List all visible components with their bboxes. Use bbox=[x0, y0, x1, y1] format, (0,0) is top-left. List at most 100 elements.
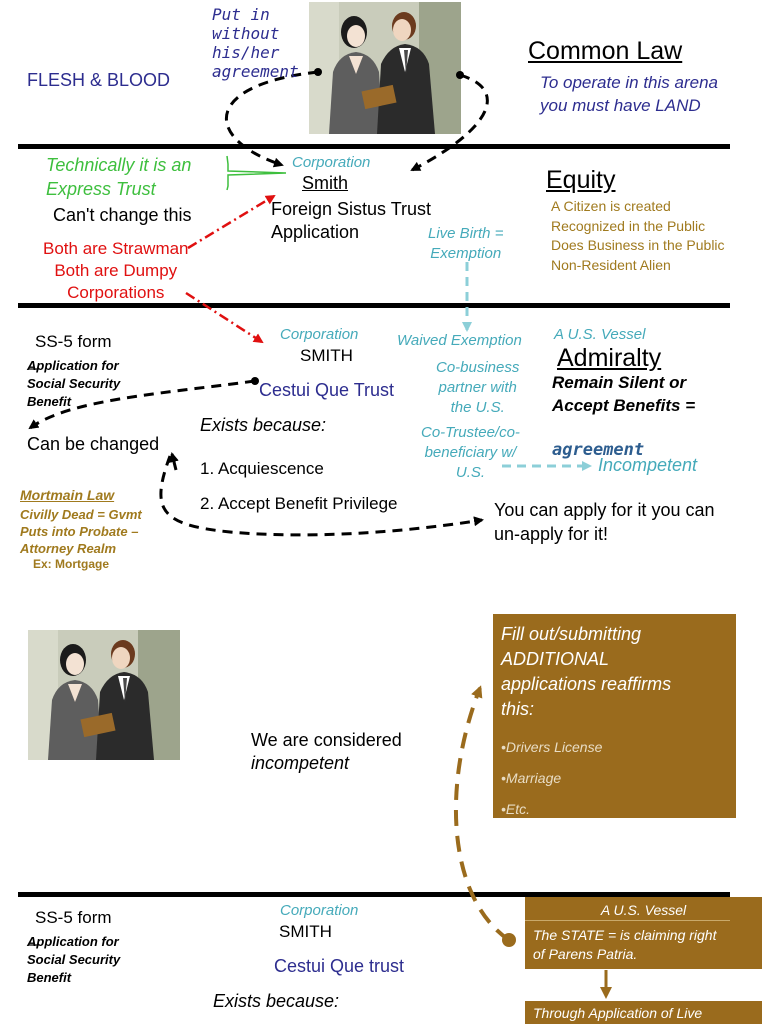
arrow-loop-start-head bbox=[169, 452, 179, 471]
express-line-1: Technically it is an bbox=[46, 155, 192, 175]
strawman-line-2: Both are Dumpy bbox=[54, 261, 178, 280]
exists-because-heading-repeat: Exists because: bbox=[213, 991, 340, 1011]
mortgage-example: Ex: Mortgage bbox=[33, 557, 110, 571]
live-birth-exemption-note: Live Birth = Exemption bbox=[428, 224, 503, 264]
equity-item: A Citizen is created bbox=[551, 198, 671, 214]
additional-applications-list: •Drivers License •Marriage •Etc. bbox=[501, 732, 602, 825]
corporation-label-admiralty: Corporation bbox=[280, 326, 359, 343]
state-line-2: of Parens Patria. bbox=[533, 946, 638, 962]
arrow-flesh-to-corporation bbox=[225, 70, 319, 168]
exists-because-heading: Exists because: bbox=[200, 415, 327, 435]
remain-silent-note: Remain Silent or Accept Benefits = bbox=[552, 371, 695, 417]
put-in-line-4: agreement bbox=[212, 62, 299, 81]
civilly-line-3: Attorney Realm bbox=[20, 541, 117, 556]
us-vessel-label: A U.S. Vessel bbox=[554, 326, 646, 343]
arena-line-1: To operate in this arena bbox=[540, 73, 718, 92]
put-in-line-1: Put in bbox=[212, 5, 270, 24]
box-line-4: this: bbox=[501, 699, 535, 719]
us-vessel-box-title: A U.S. Vessel bbox=[600, 902, 687, 918]
smith-name-repeat: SMITH bbox=[279, 922, 332, 941]
agreement-label: agreement bbox=[552, 440, 645, 460]
cestui-que-trust-label-repeat: Cestui Que trust bbox=[274, 956, 405, 976]
corporation-label-repeat: Corporation bbox=[280, 902, 359, 919]
exists-because-list: 1. Acquiescence 2. Accept Benefit Privil… bbox=[200, 451, 398, 521]
cotrustee-line-2: beneficiary w/ bbox=[424, 444, 517, 461]
application-line-1: Application for bbox=[27, 934, 119, 949]
vessel-box-divider bbox=[525, 920, 730, 921]
arrow-cestui-origin-dot bbox=[251, 377, 259, 385]
equity-list: A Citizen is created Recognized in the P… bbox=[551, 197, 725, 275]
can-be-changed-label: Can be changed bbox=[27, 434, 160, 454]
cotrustee-line-3: U.S. bbox=[455, 464, 486, 481]
application-bullet: •Marriage bbox=[501, 770, 562, 786]
common-law-heading: Common Law bbox=[528, 37, 683, 65]
cotrustee-line-1: Co-Trustee/co- bbox=[421, 424, 520, 441]
considered-line-2: incompetent bbox=[251, 753, 350, 773]
application-line-2: Social Security bbox=[27, 952, 121, 967]
strawman-line-3: Corporations bbox=[67, 283, 165, 302]
arrow-photo-origin-dot bbox=[456, 71, 464, 79]
application-bullet: •Etc. bbox=[501, 801, 531, 817]
put-in-line-3: his/her bbox=[212, 43, 280, 62]
state-line-1: The STATE = is claiming right bbox=[533, 927, 717, 943]
through-application-label: Through Application of Live bbox=[533, 1005, 703, 1021]
application-line-2: Social Security bbox=[27, 376, 121, 391]
civilly-line-2: Puts into Probate – bbox=[20, 524, 139, 539]
cobiz-line-2: partner with bbox=[438, 379, 517, 396]
arrow-vessel-to-additional-applications bbox=[453, 685, 511, 942]
cobiz-line-3: the U.S. bbox=[450, 399, 505, 416]
ss5-application-note: Application for Social Security Benefit bbox=[27, 357, 120, 411]
arrow-cestui-to-can-be-changed bbox=[28, 379, 256, 430]
cestui-que-trust-label: Cestui Que Trust bbox=[259, 380, 395, 400]
divider-equity bbox=[18, 303, 730, 308]
cobiz-line-1: Co-business bbox=[436, 359, 520, 376]
arrow-flesh-origin-dot bbox=[314, 68, 322, 76]
foreign-line-2: Application bbox=[271, 222, 360, 242]
arrow-photo-to-corporation bbox=[410, 73, 489, 172]
incompetent-label: Incompetent bbox=[598, 455, 698, 475]
application-line-1: Application for bbox=[27, 358, 119, 373]
apply-line-1: You can apply for it you can bbox=[494, 500, 715, 520]
live-birth-line-1: Live Birth = bbox=[428, 225, 504, 242]
mortmain-law-heading: Mortmain Law bbox=[20, 487, 115, 503]
cant-change-label: Can't change this bbox=[53, 205, 192, 225]
business-people-photo-middle bbox=[28, 630, 180, 760]
equity-item: Does Business in the Public bbox=[551, 237, 725, 253]
ss5-form-label-repeat: SS-5 form bbox=[35, 908, 112, 927]
ss5-form-label: SS-5 form bbox=[35, 332, 112, 351]
live-birth-line-2: Exemption bbox=[430, 245, 502, 262]
co-business-partner-note: Co-business partner with the U.S. bbox=[436, 358, 519, 418]
application-bullet: •Drivers License bbox=[501, 739, 603, 755]
arrow-red-to-smith-caps bbox=[185, 291, 264, 344]
business-people-photo-top bbox=[309, 2, 461, 134]
equity-heading: Equity bbox=[546, 166, 616, 194]
additional-applications-box: Fill out/submitting ADDITIONAL applicati… bbox=[493, 614, 736, 818]
considered-line-1: We are considered bbox=[251, 730, 402, 750]
box-line-2: ADDITIONAL bbox=[501, 649, 610, 669]
foreign-sistus-trust-label: Foreign Sistus Trust Application bbox=[271, 198, 431, 244]
silent-line-2: Accept Benefits = bbox=[552, 396, 696, 415]
express-trust-note: Technically it is an Express Trust bbox=[46, 153, 191, 201]
ss5-application-note-repeat: Application for Social Security Benefit bbox=[27, 933, 120, 987]
application-line-3: Benefit bbox=[27, 970, 72, 985]
arrow-vessel-origin-dot bbox=[502, 933, 516, 947]
waived-exemption-label: Waived Exemption bbox=[397, 332, 522, 349]
civilly-line-1: Civilly Dead = Gvmt bbox=[20, 507, 142, 522]
admiralty-heading: Admiralty bbox=[557, 344, 662, 372]
put-in-line-2: without bbox=[212, 24, 280, 43]
arrow-red-to-smith bbox=[187, 194, 276, 250]
flesh-blood-label: FLESH & BLOOD bbox=[27, 70, 171, 90]
smith-name-equity: Smith bbox=[302, 173, 349, 193]
put-in-without-agreement-note: Put in without his/her agreement bbox=[212, 5, 299, 81]
considered-incompetent-note: We are considered incompetent bbox=[251, 729, 402, 775]
land-requirement-note: To operate in this arena you must have L… bbox=[540, 71, 718, 117]
equity-item: Recognized in the Public bbox=[551, 217, 706, 234]
us-vessel-state-box: A U.S. Vessel The STATE = is claiming ri… bbox=[525, 897, 762, 969]
apply-line-2: un-apply for it! bbox=[494, 524, 609, 544]
foreign-line-1: Foreign Sistus Trust bbox=[271, 199, 432, 219]
strawman-note: Both are Strawman Both are Dumpy Corpora… bbox=[43, 238, 189, 304]
arena-line-2: you must have LAND bbox=[540, 96, 701, 115]
application-line-3: Benefit bbox=[27, 394, 72, 409]
box-line-3: applications reaffirms bbox=[501, 674, 672, 694]
